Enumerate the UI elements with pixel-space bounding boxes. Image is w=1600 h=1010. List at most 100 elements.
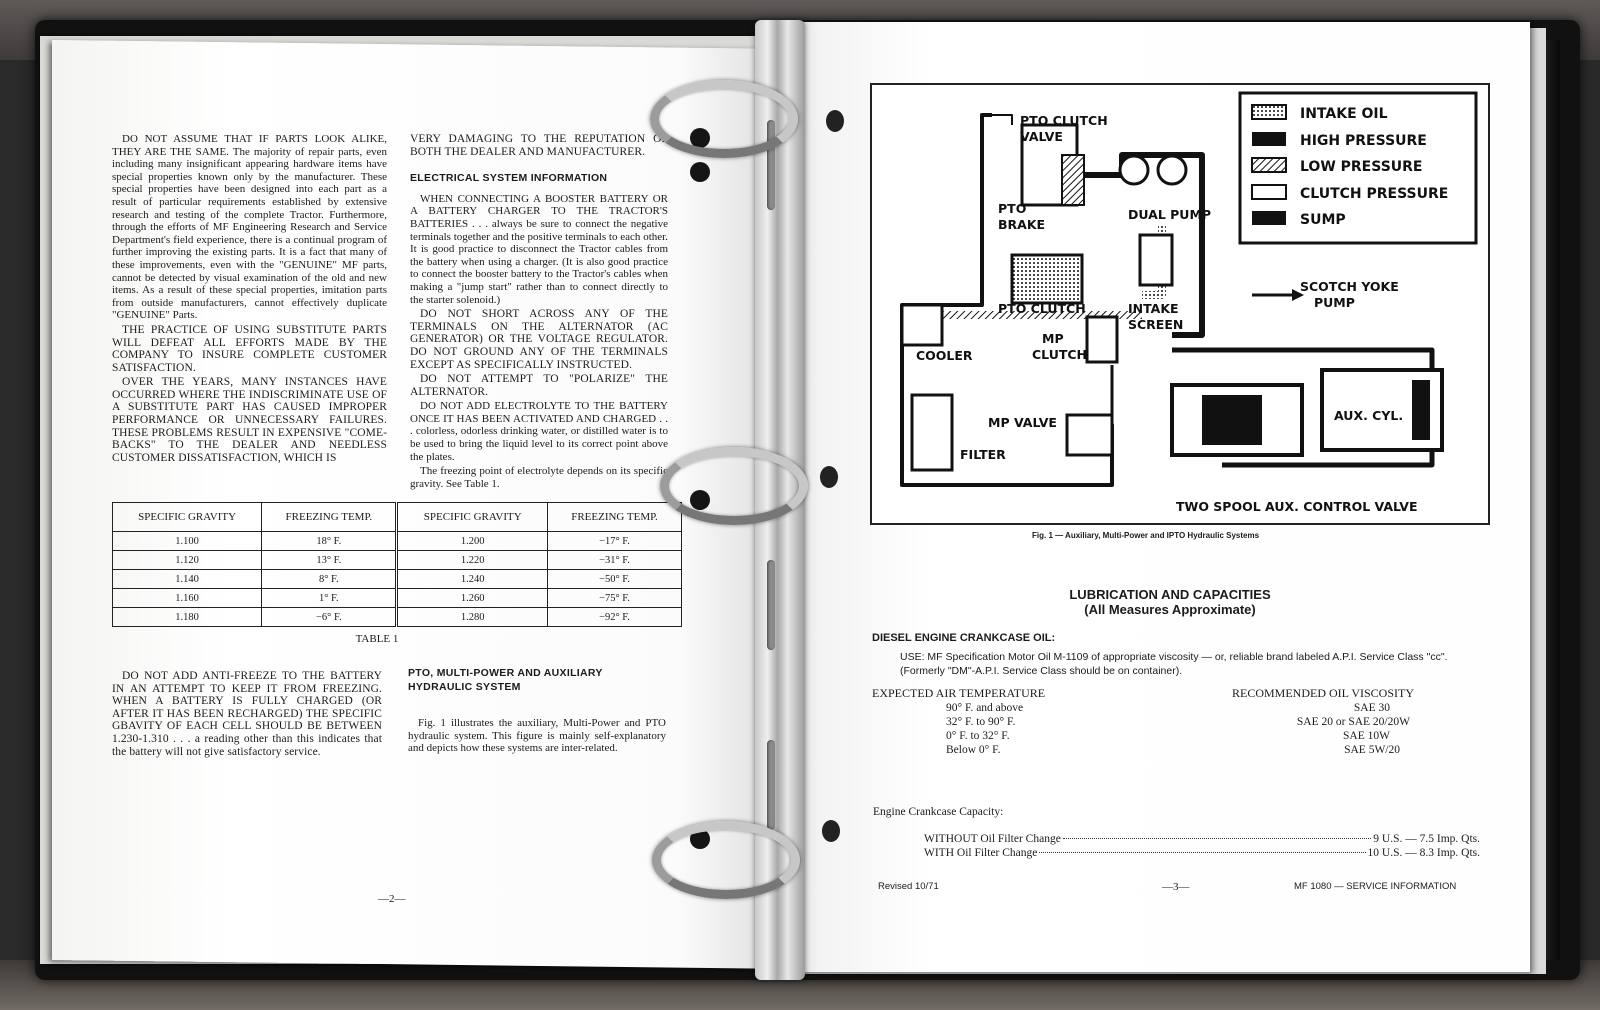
table-cell: 1.180 [111, 607, 263, 627]
revision-note: Revised 10/71 [878, 881, 939, 892]
temperature-row: Below 0° F. [946, 744, 1001, 756]
legend-clutch: CLUTCH PRESSURE [1300, 186, 1448, 202]
legend-swatch-low [1251, 157, 1287, 173]
legend-swatch-intake [1251, 104, 1287, 120]
line-valve-feed [990, 114, 1013, 125]
electrical-column: VERY DAMAGING TO THE REPUTATION OF BOTH … [410, 133, 668, 492]
capacity-row-value: 9 U.S. — 7.5 Imp. Qts. [1373, 833, 1480, 845]
table-cell: 1.200 [395, 531, 548, 551]
leader-dots [1039, 852, 1366, 853]
label-intake-screen: INTAKE [1128, 301, 1179, 316]
parts-warning-column: DO NOT ASSUME THAT IF PARTS LOOK ALIKE, … [112, 133, 387, 466]
viscosity-row: SAE 5W/20 [1344, 744, 1400, 756]
table-cell: −50° F. [547, 569, 682, 589]
parts-paragraph-2: THE PRACTICE OF USING SUBSTITUTE PARTS W… [112, 323, 387, 374]
label-scotch-yoke: PUMP [1314, 295, 1355, 310]
legend-low: LOW PRESSURE [1300, 159, 1423, 175]
table-cell: 1.100 [111, 531, 263, 551]
temperature-row: 90° F. and above [946, 702, 1024, 714]
right-page-number: —3— [1162, 881, 1190, 893]
spine-slot [767, 740, 775, 830]
table-cell: −75° F. [547, 588, 682, 608]
legend-swatch-sump [1252, 211, 1286, 225]
ring-end [826, 110, 844, 132]
hydraulic-diagram: INTAKE OIL HIGH PRESSURE LOW PRESSURE CL… [870, 83, 1490, 525]
viscosity-row: SAE 20 or SAE 20/20W [1296, 716, 1410, 728]
table-row: 1.180 −6° F. 1.280 −92° F. [111, 607, 682, 627]
electrical-paragraph-1: WHEN CONNECTING A BOOSTER BATTERY OR A B… [410, 192, 668, 306]
scotch-yoke-arrowhead [1292, 289, 1304, 301]
mp-clutch [1085, 315, 1119, 364]
legend-high: HIGH PRESSURE [1300, 133, 1427, 149]
capacity-row: WITH Oil Filter Change 10 U.S. — 8.3 Imp… [924, 847, 1480, 859]
mp-valve [1065, 413, 1114, 457]
hydraulic-schematic: INTAKE OIL HIGH PRESSURE LOW PRESSURE CL… [900, 91, 1478, 514]
dual-pump-gear-1 [1118, 154, 1150, 186]
capacity-row-value: 10 U.S. — 8.3 Imp. Qts. [1367, 847, 1480, 859]
table-cell: −92° F. [547, 607, 682, 627]
electrical-paragraph-3: DO NOT ATTEMPT TO "POLARIZE" THE ALTERNA… [410, 373, 668, 398]
binder-ring-bottom [652, 821, 800, 899]
table-cell: 1.280 [395, 607, 548, 627]
label-aux-cyl: AUX. CYL. [1334, 408, 1403, 423]
table-cell: 1.120 [111, 550, 263, 570]
table-cell: 1° F. [261, 588, 398, 608]
pto-heading: PTO, MULTI-POWER AND AUXILIARY HYDRAULIC… [408, 667, 603, 693]
table-cell: −17° F. [547, 531, 682, 551]
table-header: FREEZING TEMP. [547, 502, 682, 532]
temperature-row: 32° F. to 90° F. [946, 716, 1016, 728]
label-intake-screen: SCREEN [1128, 317, 1183, 332]
electrical-paragraph-2: DO NOT SHORT ACROSS ANY OF THE TERMINALS… [410, 308, 668, 371]
label-mp-clutch: MP [1042, 331, 1064, 346]
table-cell: 18° F. [261, 531, 398, 551]
table-cell: −31° F. [547, 550, 682, 570]
table-header: FREEZING TEMP. [261, 502, 398, 532]
cooler [900, 303, 944, 347]
table-header: SPECIFIC GRAVITY [111, 502, 263, 532]
table-cell: 1.260 [395, 588, 548, 608]
left-page-number: —2— [378, 893, 406, 905]
parts-paragraph-3: OVER THE YEARS, MANY INSTANCES HAVE OCCU… [112, 376, 387, 464]
spine-slot [767, 560, 775, 650]
table-caption: TABLE 1 [355, 633, 399, 645]
figure-caption: Fig. 1 — Auxiliary, Multi-Power and IPTO… [1032, 531, 1260, 540]
table-cell: 1.140 [111, 569, 263, 589]
legend-intake: INTAKE OIL [1300, 106, 1388, 122]
ring-end [820, 466, 838, 488]
manual-title-footer: MF 1080 — SERVICE INFORMATION [1294, 881, 1457, 892]
filter [910, 393, 954, 472]
table-cell: 1.220 [395, 550, 548, 570]
label-cooler: COOLER [916, 348, 973, 363]
table-row: 1.160 1° F. 1.260 −75° F. [111, 588, 682, 608]
table-cell: 1.240 [395, 569, 548, 589]
control-valve-spools [1202, 395, 1262, 445]
aux-cylinder-piston [1412, 380, 1430, 440]
crankcase-capacity-label: Engine Crankcase Capacity: [873, 806, 1004, 818]
capacity-row-label: WITH Oil Filter Change [924, 847, 1038, 859]
table-row: 1.100 18° F. 1.200 −17° F. [111, 531, 682, 551]
legend-swatch-clutch [1251, 184, 1287, 200]
intake-screen [1138, 233, 1174, 287]
damaging-text: VERY DAMAGING TO THE REPUTATION OF BOTH … [410, 133, 668, 158]
antifreeze-paragraph: DO NOT ADD ANTI-FREEZE TO THE BATTERY IN… [112, 670, 382, 760]
temperature-row: 0° F. to 32° F. [946, 730, 1010, 742]
label-pto-clutch: PTO CLUTCH [998, 301, 1086, 316]
punch-hole [690, 162, 710, 182]
table-row: 1.140 8° F. 1.240 −50° F. [111, 569, 682, 589]
label-pto-brake: PTO [998, 201, 1026, 216]
label-pto-clutch-valve: PTO CLUTCH [1020, 113, 1108, 128]
dual-pump-gear-2 [1156, 154, 1188, 186]
ring-end [822, 820, 840, 842]
leader-dots [1062, 838, 1372, 839]
label-scotch-yoke: SCOTCH YOKE [1300, 279, 1399, 294]
capacity-row-label: WITHOUT Oil Filter Change [924, 833, 1061, 845]
legend-swatch-high [1252, 132, 1286, 146]
parts-paragraph-1: DO NOT ASSUME THAT IF PARTS LOOK ALIKE, … [112, 133, 387, 322]
line-pump-drop [1172, 275, 1205, 338]
oil-usage-text: USE: MF Specification Motor Oil M-1109 o… [900, 651, 1448, 677]
table-cell: 13° F. [261, 550, 398, 570]
label-pto-clutch-valve: VALVE [1020, 129, 1063, 144]
capacity-row: WITHOUT Oil Filter Change 9 U.S. — 7.5 I… [924, 833, 1480, 845]
label-control-valve: TWO SPOOL AUX. CONTROL VALVE [1176, 499, 1418, 514]
table-cell: 1.160 [111, 588, 263, 608]
